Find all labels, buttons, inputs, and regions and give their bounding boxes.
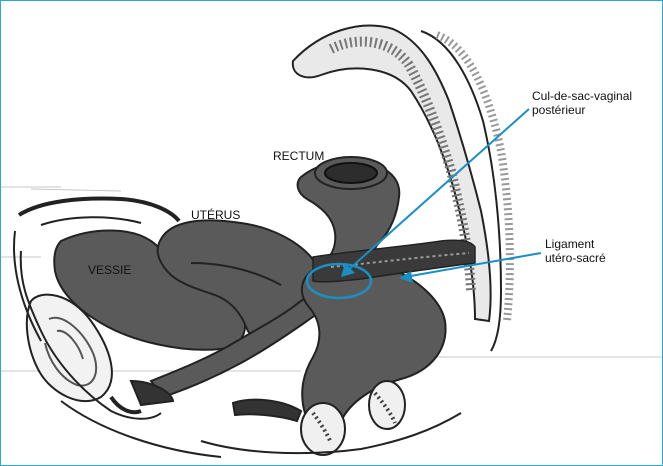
rectum-label: RECTUM — [273, 149, 324, 163]
cul-de-sac-label-line1: Cul-de-sac-vaginal — [532, 89, 632, 103]
ligament-label: Ligament utéro-sacré — [545, 237, 606, 265]
rectum-shape — [298, 157, 446, 429]
uterus-label: UTÉRUS — [191, 208, 240, 222]
cul-de-sac-label: Cul-de-sac-vaginal postérieur — [532, 89, 632, 117]
bladder-label: VESSIE — [88, 263, 131, 277]
cul-de-sac-label-line2: postérieur — [532, 103, 632, 117]
ligament-label-line2: utéro-sacré — [545, 251, 606, 265]
pelvic-floor-muscles — [61, 381, 461, 457]
ligament-label-line1: Ligament — [545, 237, 606, 251]
